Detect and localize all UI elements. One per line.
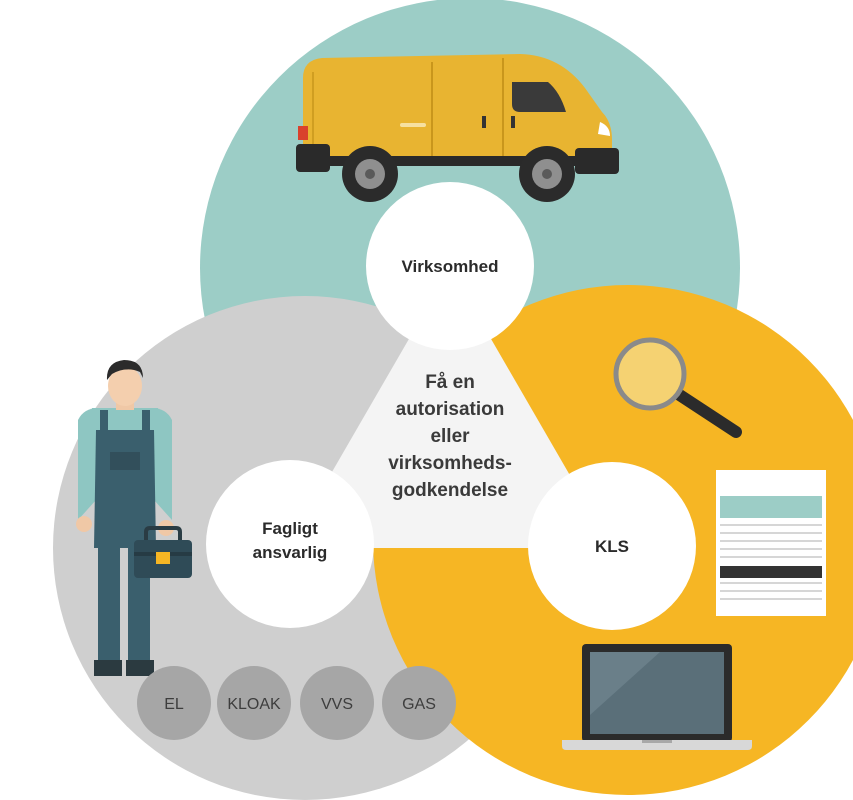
document-icon: [716, 470, 826, 616]
center-line-4: virksomheds-: [388, 453, 512, 474]
node-kls-label: KLS: [595, 537, 629, 556]
laptop-icon: [562, 644, 752, 750]
node-virksomhed: Virksomhed: [366, 182, 534, 350]
badge-el-label: EL: [164, 696, 184, 713]
badge-vvs-label: VVS: [321, 696, 353, 713]
van-icon: [296, 54, 619, 202]
badge-gas: GAS: [382, 666, 456, 740]
node-fagligt-ansvarlig: Fagligt ansvarlig: [206, 460, 374, 628]
magnifier-icon: [613, 337, 742, 438]
node-fagligt-label-1: Fagligt: [262, 519, 318, 538]
center-line-3: eller: [430, 426, 470, 447]
center-triangle: [288, 268, 612, 548]
center-text: Få en autorisation eller virksomheds- go…: [388, 372, 512, 501]
node-fagligt-label-2: ansvarlig: [253, 543, 328, 562]
toolbox-icon: [134, 526, 192, 578]
badge-vvs: VVS: [300, 666, 374, 740]
center-line-5: godkendelse: [392, 480, 508, 501]
badge-kloak-label: KLOAK: [227, 696, 281, 713]
node-virksomhed-label: Virksomhed: [401, 257, 498, 276]
badge-gas-label: GAS: [402, 696, 436, 713]
badge-kloak: KLOAK: [217, 666, 291, 740]
node-kls: KLS: [528, 462, 696, 630]
center-line-2: autorisation: [396, 399, 505, 420]
center-line-1: Få en: [425, 372, 475, 393]
badge-el: EL: [137, 666, 211, 740]
